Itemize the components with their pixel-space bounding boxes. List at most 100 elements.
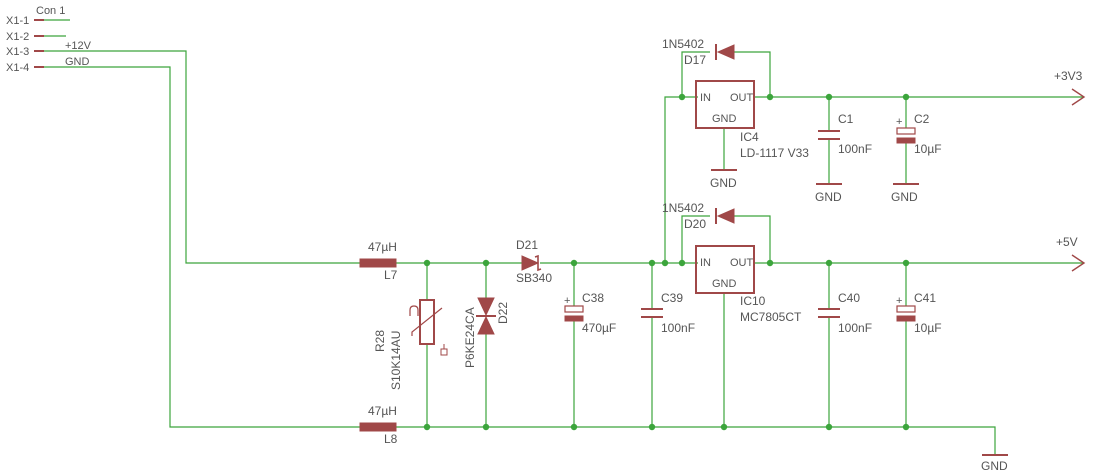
inductor-l7: 47µH L7 — [359, 240, 398, 282]
junction — [570, 259, 578, 267]
junction — [720, 423, 728, 431]
c1-name: C1 — [838, 112, 854, 126]
junction — [482, 259, 490, 267]
junctions — [423, 93, 910, 431]
junction — [661, 259, 669, 267]
c39-name: C39 — [661, 291, 683, 305]
ic10-pin-in: IN — [700, 257, 711, 269]
connector-pin-1: X1-1 — [6, 15, 29, 27]
d22-upper-triangle — [477, 297, 495, 317]
l8-value: 47µH — [368, 404, 397, 418]
c41-plus: + — [896, 295, 902, 307]
ic4-pin-in: IN — [700, 92, 711, 104]
junction — [766, 93, 774, 101]
wire-d17-left — [681, 51, 710, 97]
junction — [678, 93, 686, 101]
c38-plate-bottom — [564, 315, 584, 322]
wire-d20-right — [734, 215, 771, 263]
junction — [902, 423, 910, 431]
net-5v-label: +5V — [1056, 235, 1078, 249]
regulator-ic10: IN OUT GND IC10 MC7805CT — [695, 245, 802, 324]
d21-cathode — [534, 254, 542, 272]
diode-d17: 1N5402 D17 — [662, 37, 735, 67]
l8-name: L8 — [384, 432, 398, 446]
ic10-pin-gnd: GND — [712, 278, 737, 290]
capacitor-c39: C39 100nF — [641, 291, 695, 335]
d20-value: 1N5402 — [662, 201, 704, 215]
junction — [648, 259, 656, 267]
gnd-label-main: GND — [981, 459, 1008, 473]
inductor-l8-body — [359, 422, 397, 432]
wire-d17-right — [734, 51, 771, 97]
c2-value: 10µF — [914, 142, 942, 156]
d20-name: D20 — [684, 217, 706, 231]
net-3v3-output: +3V3 — [1054, 69, 1086, 106]
tvs-diode-d22: P6KE24CA D22 — [463, 297, 510, 368]
regulator-ic4: IN OUT GND IC4 LD-1117 V33 — [695, 80, 809, 160]
junction — [766, 259, 774, 267]
inductor-l8: 47µH L8 — [359, 404, 398, 446]
ic10-name: IC10 — [740, 294, 766, 308]
gnd-label-ic4: GND — [710, 176, 737, 190]
capacitor-c1: C1 100nF — [818, 112, 872, 156]
c2-plus: + — [896, 116, 902, 128]
d20-triangle — [716, 208, 735, 224]
net-label-12v: +12V — [65, 40, 92, 52]
c38-value: 470µF — [582, 321, 616, 335]
c41-plate-bottom — [896, 315, 916, 322]
l7-value: 47µH — [368, 240, 397, 254]
junction — [825, 259, 833, 267]
c40-name: C40 — [838, 291, 860, 305]
junction — [570, 423, 578, 431]
c41-plate-top — [896, 305, 916, 313]
c39-value: 100nF — [661, 321, 695, 335]
junction — [482, 423, 490, 431]
gnd-label-c1: GND — [815, 190, 842, 204]
c40-value: 100nF — [838, 321, 872, 335]
junction — [902, 93, 910, 101]
ic10-pin-out: OUT — [730, 257, 754, 269]
capacitor-c2: + C2 10µF — [896, 112, 942, 156]
ic10-body — [695, 245, 755, 294]
connector-name: Con 1 — [36, 5, 65, 17]
d17-value: 1N5402 — [662, 37, 704, 51]
c41-name: C41 — [914, 291, 936, 305]
d17-name: D17 — [684, 53, 706, 67]
capacitor-c38: + C38 470µF — [564, 291, 616, 335]
c41-value: 10µF — [914, 321, 942, 335]
junction — [678, 259, 686, 267]
connector-pin-4: X1-4 — [6, 62, 29, 74]
r28-value: S10K14AU — [389, 331, 403, 390]
net-3v3-arrow-icon — [1071, 88, 1086, 106]
capacitor-c41: + C41 10µF — [896, 291, 942, 335]
r28-name: R28 — [373, 330, 387, 352]
c2-name: C2 — [914, 112, 930, 126]
wire-12v-in — [44, 50, 360, 264]
d21-name: D21 — [516, 238, 538, 252]
junction — [648, 423, 656, 431]
d17-triangle — [716, 44, 735, 60]
net-3v3-label: +3V3 — [1054, 69, 1083, 83]
wire-gnd-in — [44, 66, 360, 428]
c1-value: 100nF — [838, 142, 872, 156]
connector-con1: Con 1 X1-1 X1-2 X1-3 X1-4 +12V GND — [6, 5, 92, 74]
c38-plate-top — [564, 305, 584, 313]
wire-ic4-in — [664, 96, 698, 263]
d22-name: D22 — [496, 302, 510, 324]
d21-triangle — [521, 255, 540, 271]
capacitor-c40: C40 100nF — [818, 291, 872, 335]
ic4-value: LD-1117 V33 — [740, 146, 809, 160]
gnd-symbols: GND GND GND GND — [710, 169, 1008, 473]
junction — [423, 423, 431, 431]
junction — [825, 93, 833, 101]
wire-gnd-rail — [396, 426, 996, 455]
r28-marker — [440, 348, 448, 356]
c2-plate-top — [896, 127, 916, 135]
connector-pin-3: X1-3 — [6, 46, 29, 58]
r28-u-mark — [409, 305, 419, 316]
junction — [423, 259, 431, 267]
gnd-label-c2: GND — [891, 190, 918, 204]
ic4-pin-out: OUT — [730, 92, 754, 104]
d21-value: SB340 — [516, 271, 552, 285]
